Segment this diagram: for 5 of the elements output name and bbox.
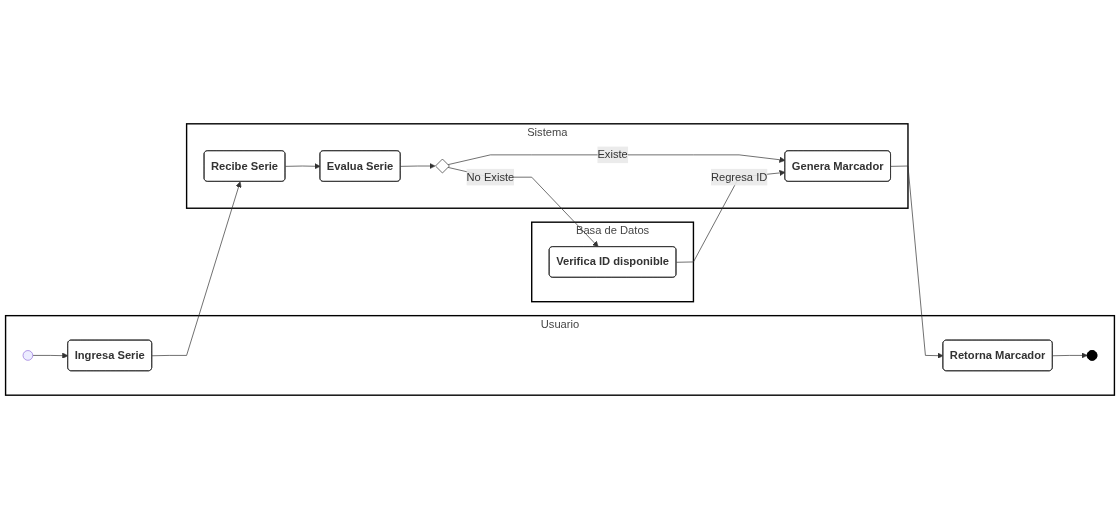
edge-label: Existe [597,148,628,161]
node-diamond [435,158,450,174]
edge-label: No Existe [466,170,515,183]
node-circle [22,350,34,361]
edge-label: Regresa ID [710,170,768,183]
